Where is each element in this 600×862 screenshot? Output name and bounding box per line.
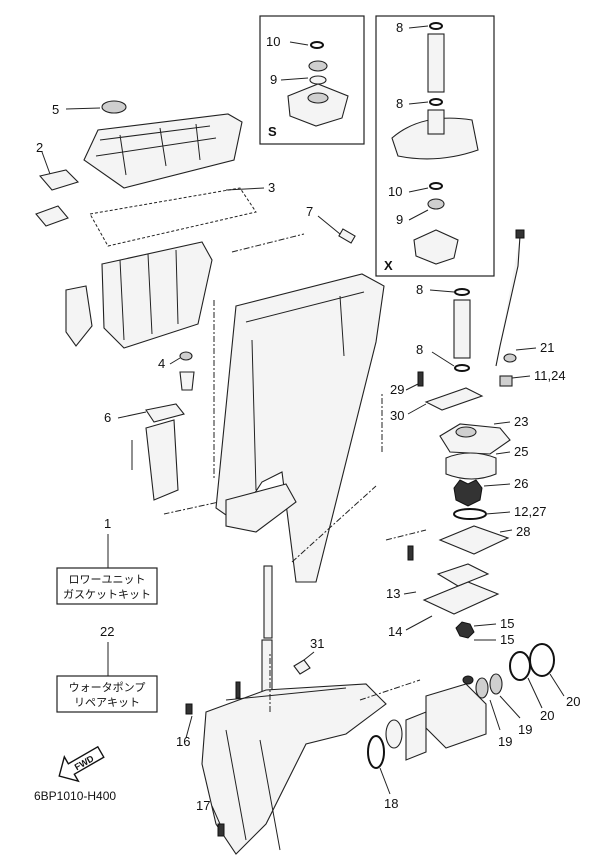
inset-s-frame <box>259 15 365 145</box>
callout-23: 23 <box>514 414 528 429</box>
callout-15: 15 <box>500 632 514 647</box>
callout-22: 22 <box>100 624 114 639</box>
pump-kit-line2: リペアキット <box>74 696 140 709</box>
part-17-screw <box>217 823 225 837</box>
part-18-oring <box>367 735 385 769</box>
part-20-oring <box>509 651 531 681</box>
callout-1: 1 <box>104 516 111 531</box>
fwd-arrow-icon <box>58 745 105 783</box>
part-3-gasket <box>89 187 257 247</box>
drive-shaft-housing-group: 7 <box>215 204 385 583</box>
kit-1: 1 ロワーユニット ガスケットキット <box>56 516 158 605</box>
callout-25: 25 <box>514 444 528 459</box>
part-6-gasket <box>145 403 185 423</box>
callout-2: 2 <box>36 140 43 155</box>
drive-shaft-housing <box>215 273 385 583</box>
inset-x-frame <box>375 15 495 277</box>
callout-10: 10 <box>266 34 280 49</box>
part-31 <box>293 659 311 675</box>
inset-x: 8 8 10 9 X <box>375 15 495 277</box>
callout-8: 8 <box>416 282 423 297</box>
upper-casing <box>101 241 213 349</box>
callout-12-27: 12,27 <box>514 504 547 519</box>
inset-s-pump-case <box>287 83 349 127</box>
mounting-plate <box>83 113 243 189</box>
upper-casing-group: 5 2 3 4 6 <box>35 100 305 515</box>
callout-20: 20 <box>540 708 554 723</box>
part-11 <box>499 375 513 387</box>
part-4-grommet <box>179 351 193 361</box>
part-12-gasket <box>453 508 487 520</box>
inset-x-pump-case <box>413 229 459 265</box>
part-21 <box>503 353 517 363</box>
pump-kit-line1: ウォータポンプ <box>69 681 146 694</box>
callout-9: 9 <box>270 72 277 87</box>
water-pipe <box>495 235 521 367</box>
callout-6: 6 <box>104 410 111 425</box>
callout-31: 31 <box>310 636 324 651</box>
part-5-seal <box>101 100 127 114</box>
inset-x-label: X <box>384 258 393 273</box>
callout-8: 8 <box>396 96 403 111</box>
part-28-plate <box>438 525 510 555</box>
inset-x-tube <box>427 33 445 93</box>
callout-11-24: 11,24 <box>534 368 566 383</box>
callout-20: 20 <box>566 694 580 709</box>
part-14-gasket <box>422 581 500 615</box>
callout-29: 29 <box>390 382 404 397</box>
callout-8: 8 <box>396 20 403 35</box>
gasket-kit-box <box>56 567 158 605</box>
drive-shaft <box>263 565 273 639</box>
callout-26: 26 <box>514 476 528 491</box>
part-15-key <box>455 621 475 639</box>
callout-13: 13 <box>386 586 400 601</box>
part-7-pin <box>338 228 356 244</box>
callout-7: 7 <box>306 204 313 219</box>
callout-5: 5 <box>52 102 59 117</box>
callout-15: 15 <box>500 616 514 631</box>
kit-22: 22 ウォータポンプ リペアキット <box>56 624 158 713</box>
callout-19: 19 <box>498 734 512 749</box>
inset-s-seal <box>308 60 328 72</box>
callout-21: 21 <box>540 340 554 355</box>
inset-s: 10 9 S <box>259 15 365 145</box>
callout-17: 17 <box>196 798 210 813</box>
callout-19: 19 <box>518 722 532 737</box>
water-tube <box>453 299 471 359</box>
callout-14: 14 <box>388 624 402 639</box>
gasket-kit-line1: ロワーユニット <box>69 573 146 586</box>
part-23-pump-case <box>439 423 511 455</box>
part-26-impeller <box>453 479 483 507</box>
gasket-kit-line2: ガスケットキット <box>63 588 151 601</box>
inset-x-housing <box>391 117 479 160</box>
inset-s-oring <box>310 41 324 49</box>
part-19-seal <box>475 677 489 699</box>
callout-9: 9 <box>396 212 403 227</box>
diagram-code: 6BP1010-H400 <box>34 789 116 803</box>
part-25-insert <box>445 452 497 480</box>
part-2-plate <box>38 169 80 191</box>
callout-16: 16 <box>176 734 190 749</box>
callout-4: 4 <box>158 356 165 371</box>
pump-kit-box <box>56 675 158 713</box>
callout-30: 30 <box>390 408 404 423</box>
lower-casing <box>201 683 387 855</box>
water-pump-group: 8 8 21 11,24 29 30 23 25 26 12,27 <box>381 229 566 647</box>
callout-10: 10 <box>388 184 402 199</box>
part-30-bracket <box>424 387 484 411</box>
lower-unit-group: 31 16 17 18 19 19 20 20 <box>176 485 580 855</box>
callout-8: 8 <box>416 342 423 357</box>
fwd-arrow: FWD <box>58 745 105 783</box>
part-16-screw <box>185 703 193 715</box>
inset-s-label: S <box>268 124 277 139</box>
callout-28: 28 <box>516 524 530 539</box>
callout-3: 3 <box>268 180 275 195</box>
callout-18: 18 <box>384 796 398 811</box>
